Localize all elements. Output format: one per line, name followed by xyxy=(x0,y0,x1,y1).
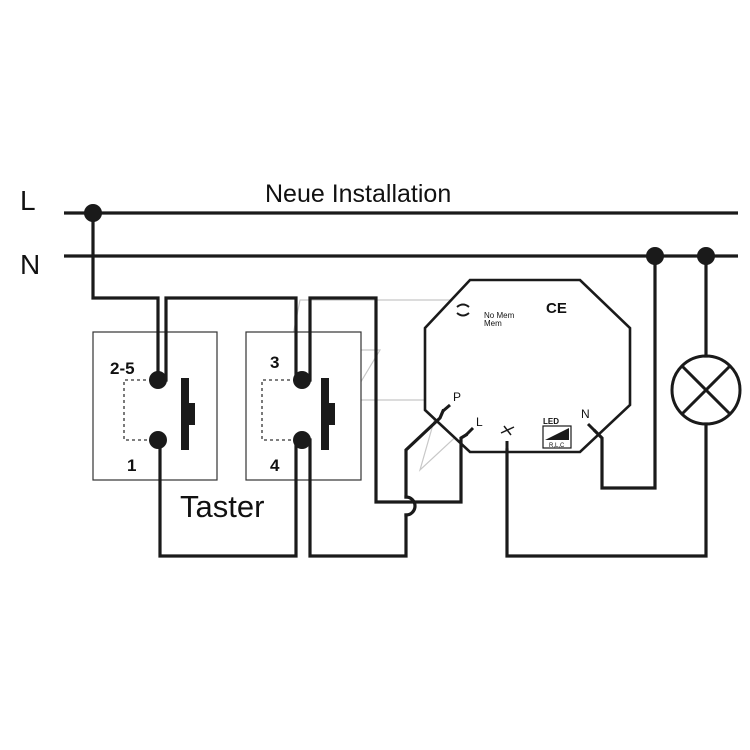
right-push-button-box xyxy=(245,331,362,481)
terminal-dot-2-5 xyxy=(149,371,167,389)
dimmer-output-icon xyxy=(500,425,515,436)
wire-bridge-2-5-to-3 xyxy=(164,296,298,382)
wire-switch2-top-to-dimmer-l xyxy=(308,296,469,504)
diagram-title: Neue Installation xyxy=(265,180,451,208)
terminal-l-label: L xyxy=(476,415,483,429)
wire-output-to-lamp xyxy=(505,422,708,558)
ce-mark: CE xyxy=(546,300,567,317)
right-actuator-nub xyxy=(329,403,335,425)
led-label: LED xyxy=(543,417,559,426)
mode-selector-icon xyxy=(456,303,470,317)
terminal-label-2-5: 2-5 xyxy=(110,359,135,378)
terminal-label-3: 3 xyxy=(270,353,279,372)
junction-l-tap xyxy=(84,204,102,222)
terminal-p-label: P xyxy=(453,390,461,404)
wire-crossover-hop xyxy=(404,495,417,517)
l-bus-label: L xyxy=(20,185,36,216)
right-actuator-bar xyxy=(321,378,329,450)
dimmer-module xyxy=(423,278,632,454)
junction-n-lamp xyxy=(697,247,715,265)
wire-switch1-bottom xyxy=(158,438,298,558)
wire-l-to-switch1 xyxy=(91,211,160,382)
terminal-dot-4 xyxy=(293,431,311,449)
n-bus-label: N xyxy=(20,249,40,280)
wiring xyxy=(91,211,708,558)
junction-n-dimmer xyxy=(646,247,664,265)
load-types-label: R,L,C xyxy=(549,443,565,449)
terminal-label-4: 4 xyxy=(270,456,280,475)
wire-to-terminal-p xyxy=(404,408,446,499)
left-push-button-box xyxy=(92,331,218,481)
mode-mem-label: Mem xyxy=(484,319,502,328)
terminal-dot-1 xyxy=(149,431,167,449)
led-ramp-icon xyxy=(545,428,569,440)
terminal-n-tick xyxy=(586,422,597,433)
terminal-l-tick xyxy=(464,426,475,437)
wire-dimmer-n-to-n-bus xyxy=(592,254,657,490)
terminal-n-label: N xyxy=(581,407,590,421)
taster-caption: Taster xyxy=(180,489,264,524)
left-switch-dashed-contact xyxy=(123,379,152,441)
lamp-cross-symbol-icon xyxy=(670,354,742,426)
left-actuator-nub xyxy=(189,403,195,425)
right-switch-dashed-contact xyxy=(261,379,296,441)
mode-no-mem-label: No Mem xyxy=(484,311,515,320)
left-actuator-bar xyxy=(181,378,189,450)
wire-switch2-bottom-to-p xyxy=(308,438,408,558)
terminal-label-1: 1 xyxy=(127,456,136,475)
terminal-dot-3 xyxy=(293,371,311,389)
